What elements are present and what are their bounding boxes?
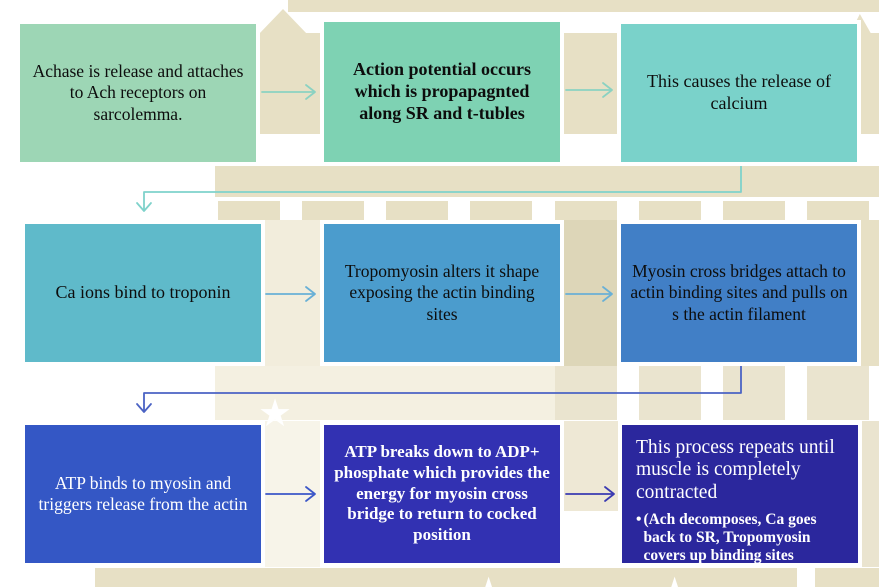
flow-box-step-7: ATP binds to myosin and triggers release… [21, 421, 265, 567]
background-tile [807, 366, 869, 420]
flow-box-label: Myosin cross bridges attach to actin bin… [630, 260, 848, 324]
background-tile [639, 366, 701, 420]
background-gap [562, 220, 619, 366]
flow-box-step-8: ATP breaks down to ADP+ phosphate which … [320, 421, 564, 567]
background-edge [859, 421, 879, 567]
flow-box-label: Action potential occurs which is propapa… [353, 59, 531, 123]
flow-box-label: ATP binds to myosin and triggers release… [38, 472, 248, 514]
flow-box-step-1: Achase is release and attaches to Ach re… [16, 20, 260, 166]
background-tile [723, 366, 785, 420]
star-icon: ★ [468, 571, 509, 587]
bullet-icon: • [636, 511, 642, 529]
background-gap [562, 421, 619, 511]
flow-box-label: ATP breaks down to ADP+ phosphate which … [334, 442, 550, 545]
background-gap [262, 421, 322, 567]
flow-box-step-6: Myosin cross bridges attach to actin bin… [617, 220, 861, 366]
flow-box-step-4: Ca ions bind to troponin [21, 220, 265, 366]
flow-box-bullet-row: • (Ach decomposes, Ca goes back to SR, T… [636, 511, 848, 564]
background-gap [262, 220, 322, 366]
background-bottom-gap [797, 568, 815, 587]
background-tile [807, 201, 869, 223]
background-bottom-band [95, 568, 879, 587]
star-icon: ★ [654, 571, 695, 587]
flow-box-bullet-text: (Ach decomposes, Ca goes back to SR, Tro… [643, 511, 817, 564]
flow-box-label: Tropomyosin alters it shape exposing the… [344, 260, 540, 324]
background-top-strip [288, 0, 879, 12]
flow-box-step-5: Tropomyosin alters it shape exposing the… [320, 220, 564, 366]
background-band-mid [215, 166, 879, 197]
background-star-point [258, 9, 308, 35]
flow-box-label: Ca ions bind to troponin [55, 282, 231, 303]
background-tile [555, 366, 617, 420]
background-edge [859, 220, 879, 366]
flow-box-step-9: This process repeats until muscle is com… [618, 421, 862, 567]
flow-box-step-3: This causes the release of calcium [617, 20, 861, 166]
flow-box-step-2: Action potential occurs which is propapa… [320, 18, 564, 166]
flow-box-label: Achase is release and attaches to Ach re… [32, 60, 244, 124]
flow-box-heading: This process repeats until muscle is com… [636, 437, 835, 503]
flow-box-label: This causes the release of calcium [647, 71, 831, 113]
